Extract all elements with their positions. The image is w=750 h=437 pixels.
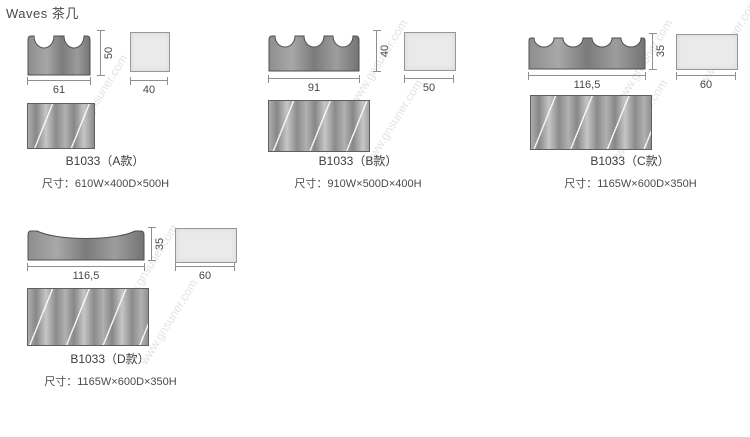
- wave-table-front-shape: [27, 35, 91, 76]
- wave-table-front-shape: [528, 37, 646, 70]
- height-dimension-label: 35: [154, 237, 166, 251]
- depth-dimension-label: 60: [699, 79, 713, 91]
- width-dimension-line: [268, 75, 360, 83]
- product-size-label: 尺寸：1165W×600D×350H: [44, 376, 177, 388]
- product-d: 35 116,5 60 B1033（D款） 尺寸：1165W×600D×350H: [0, 220, 250, 400]
- product-b: 40 91 50 B1033（B款） 尺寸：910W×500D×400H: [240, 22, 490, 202]
- product-model-label: B1033（D款）: [70, 352, 150, 366]
- product-a: 50 61 40 B1033（A款） 尺寸：610W×400D×500H: [0, 22, 250, 202]
- side-elevation-drawing: [175, 228, 237, 263]
- side-elevation-drawing: [404, 32, 456, 71]
- height-dimension-line: [373, 30, 381, 72]
- width-dimension-label: 116,5: [72, 270, 100, 282]
- product-size-label: 尺寸：910W×500D×400H: [294, 178, 422, 190]
- product-c: 35 116,5 60 B1033（C款） 尺寸：1165W×600D×350H: [500, 22, 750, 202]
- width-dimension-line: [27, 77, 91, 85]
- top-view-drawing: [530, 95, 652, 150]
- height-dimension-label: 40: [379, 44, 391, 58]
- top-view-drawing: [268, 100, 370, 152]
- width-dimension-label: 116,5: [573, 79, 601, 91]
- front-elevation-drawing: [27, 35, 91, 76]
- depth-dimension-line: [175, 263, 235, 271]
- depth-dimension-line: [130, 77, 168, 85]
- product-model-label: B1033（B款）: [318, 154, 398, 168]
- front-elevation-drawing: [528, 37, 646, 70]
- width-dimension-label: 91: [307, 82, 321, 94]
- front-elevation-drawing: [27, 230, 145, 261]
- depth-dimension-line: [676, 72, 736, 80]
- width-dimension-line: [528, 72, 646, 80]
- top-view-drawing: [27, 103, 95, 149]
- product-size-label: 尺寸：610W×400D×500H: [41, 178, 170, 190]
- product-model-label: B1033（A款）: [65, 154, 145, 168]
- front-elevation-drawing: [268, 35, 360, 72]
- side-elevation-drawing: [130, 32, 170, 72]
- height-dimension-label: 50: [103, 46, 115, 60]
- side-elevation-drawing: [676, 34, 738, 70]
- height-dimension-line: [148, 227, 156, 261]
- top-view-drawing: [27, 288, 149, 346]
- wave-table-front-shape: [268, 35, 360, 72]
- height-dimension-label: 35: [655, 44, 667, 58]
- product-model-label: B1033（C款）: [590, 154, 670, 168]
- wave-table-front-shape: [27, 230, 145, 261]
- depth-dimension-label: 50: [422, 82, 436, 94]
- height-dimension-line: [97, 30, 105, 76]
- depth-dimension-label: 60: [198, 270, 212, 282]
- product-size-label: 尺寸：1165W×600D×350H: [564, 178, 697, 190]
- width-dimension-line: [27, 263, 145, 271]
- depth-dimension-label: 40: [142, 84, 156, 96]
- page-title: Waves 茶几: [6, 6, 79, 21]
- height-dimension-line: [649, 33, 657, 70]
- width-dimension-label: 61: [52, 84, 66, 96]
- depth-dimension-line: [404, 75, 454, 83]
